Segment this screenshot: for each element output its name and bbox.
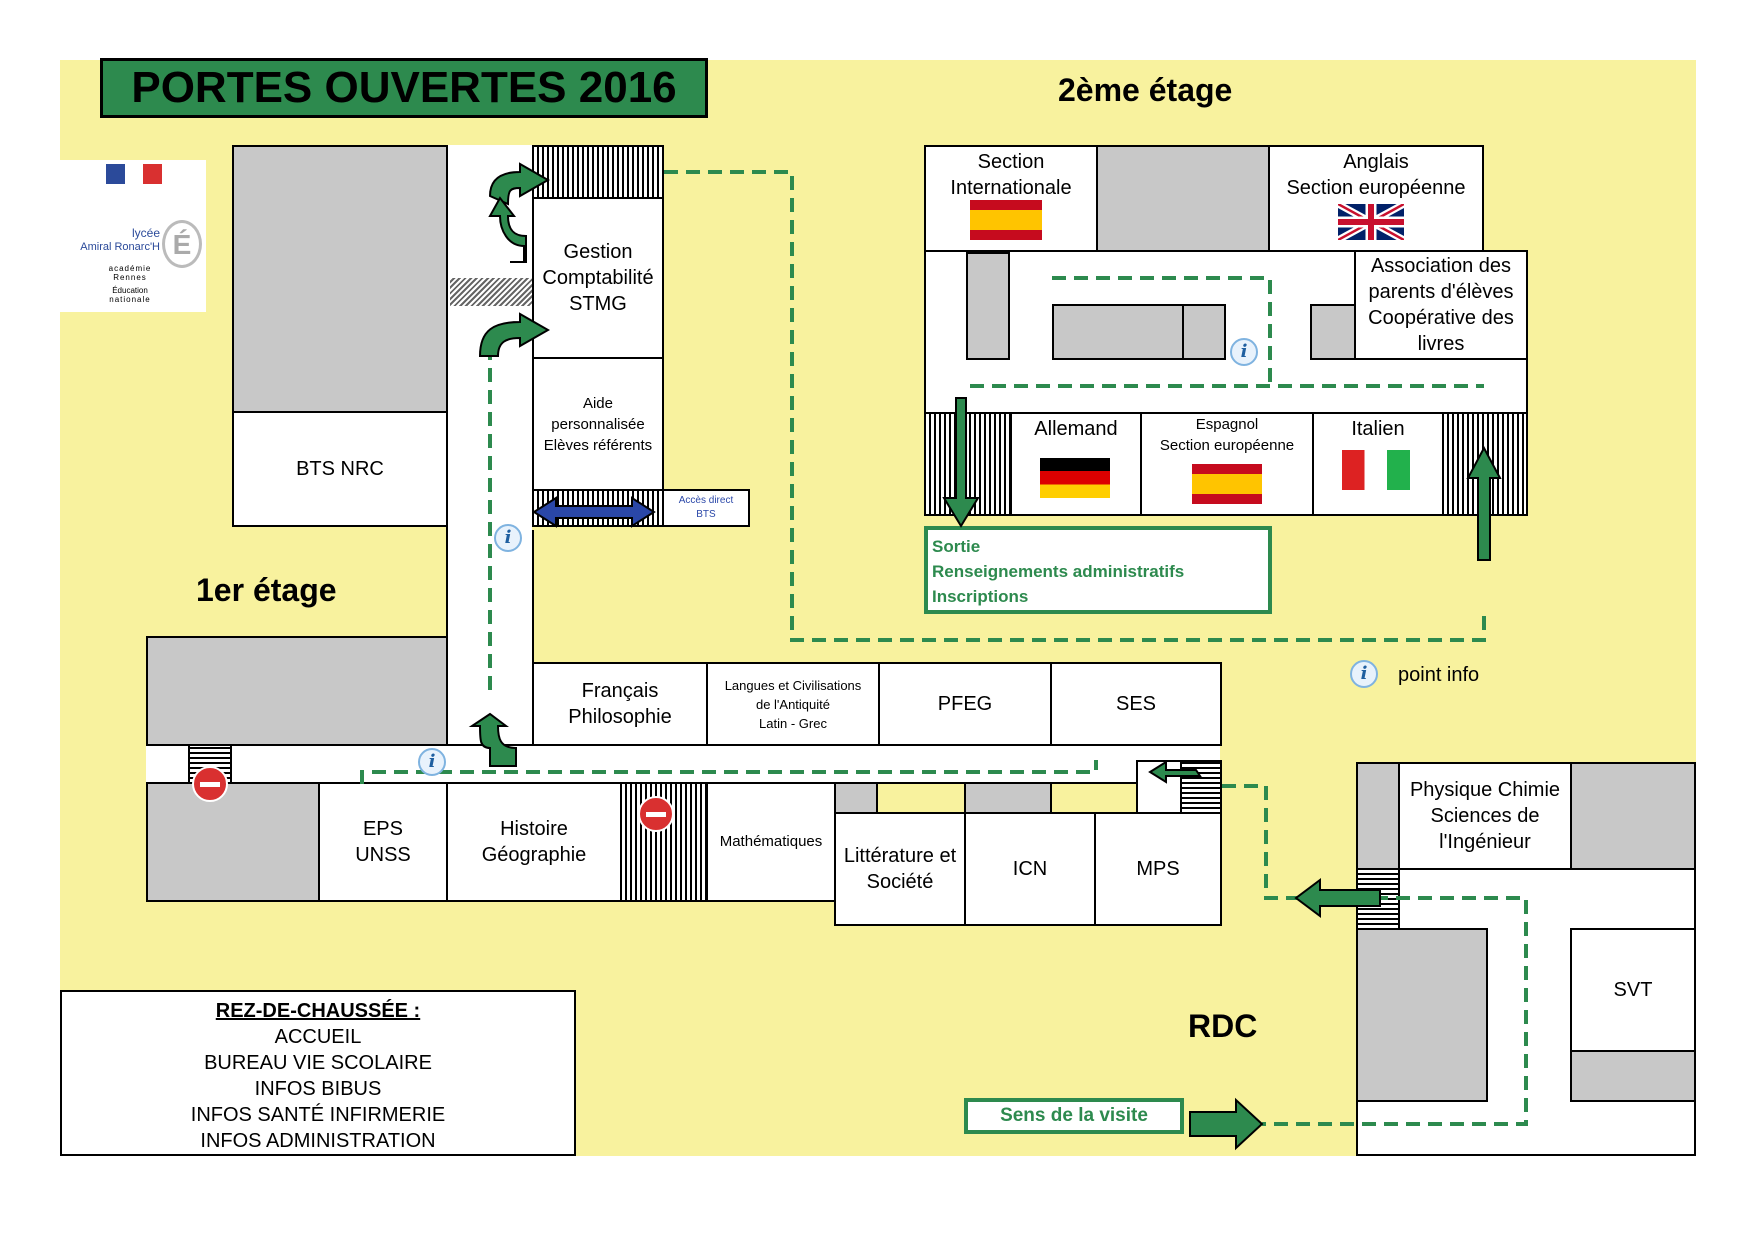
route-segment — [1052, 276, 1272, 386]
rdc-legend-item: INFOS SANTÉ INFIRMERIE — [190, 1104, 446, 1126]
acces-direct-bts: Accès direct BTS — [662, 489, 750, 527]
hallway-wall-right — [532, 530, 534, 662]
hatched-passage — [450, 278, 532, 306]
room-physique: Physique Chimie Sciences de l'Ingénieur — [1398, 762, 1572, 870]
info-legend-label: point info — [1398, 664, 1480, 686]
republic-emblem — [106, 164, 163, 184]
arrow-icon — [532, 496, 656, 528]
exit-info-label: Renseignements administratifs — [932, 562, 1185, 581]
rdc-legend-item: ACCUEIL — [274, 1026, 362, 1048]
page-title: PORTES OUVERTES 2016 — [100, 58, 708, 118]
floor-label-second: 2ème étage — [1058, 72, 1233, 108]
grey-block-rdc-b — [1570, 762, 1696, 870]
flag-uk-icon — [1338, 204, 1404, 240]
flag-spain-icon — [970, 200, 1042, 240]
flag-germany-icon — [1040, 458, 1110, 498]
info-icon: i — [418, 748, 446, 776]
room-ses: SES — [1050, 662, 1222, 746]
school-logo: lycée Amiral Ronarc'H académie Rennes Éd… — [60, 160, 206, 312]
room-mps: MPS — [1094, 812, 1222, 926]
room-langues: Langues et Civilisations de l'Antiquité … — [706, 662, 880, 746]
exit-label: Sortie — [932, 537, 981, 556]
logo-line-education: Éducation — [112, 286, 148, 295]
floor-label-first: 1er étage — [196, 572, 337, 608]
no-entry-icon — [192, 766, 228, 802]
room-aide: Aide personnalisée Elèves référents — [532, 357, 664, 491]
rdc-legend-item: INFOS BIBUS — [254, 1078, 382, 1100]
room-gestion: Gestion Comptabilité STMG — [532, 197, 664, 359]
logo-line-name: Amiral Ronarc'H — [80, 241, 160, 253]
rdc-legend: REZ-DE-CHAUSSÉE : ACCUEIL BUREAU VIE SCO… — [60, 990, 576, 1156]
room-francais: Français Philosophie — [532, 662, 708, 746]
room-pfeg: PFEG — [878, 662, 1052, 746]
info-icon: i — [1350, 660, 1378, 688]
grey-block-bts — [232, 145, 448, 413]
room-section-internationale: Section Internationale — [924, 145, 1098, 252]
arrow-icon — [468, 162, 1502, 1151]
rdc-legend-item: BUREAU VIE SCOLAIRE — [204, 1052, 432, 1074]
room-bts-nrc: BTS NRC — [232, 411, 448, 527]
info-icon: i — [494, 524, 522, 552]
logo-line-nationale: nationale — [109, 295, 151, 304]
route-segment — [1222, 784, 1528, 1126]
grey-block-f2-d — [1310, 304, 1356, 360]
grey-block-rdc-c — [1356, 928, 1488, 1102]
no-entry-icon — [638, 796, 674, 832]
logo-line-lycee: lycée — [131, 226, 160, 240]
room-litterature: Littérature et Société — [834, 812, 966, 926]
info-icon: i — [1230, 338, 1258, 366]
exit-registration-label: Inscriptions — [932, 587, 1029, 606]
grey-block-west-top — [146, 636, 448, 746]
route-segment — [360, 760, 1098, 784]
grey-block-rdc-d — [1570, 1050, 1696, 1102]
logo-e-mark: É — [162, 220, 202, 268]
grey-block-f2-top — [1096, 145, 1270, 252]
grey-block-f2-b — [1052, 304, 1184, 360]
rdc-legend-heading: REZ-DE-CHAUSSÉE : — [215, 1000, 421, 1022]
flag-spain-icon — [1192, 464, 1262, 504]
route-segment — [664, 170, 1486, 642]
visit-direction-box: Sens de la visite — [964, 1098, 1184, 1134]
grey-block-f2-c — [1182, 304, 1226, 360]
hallway-horizontal — [146, 744, 1220, 784]
grey-block-f2-a — [966, 252, 1010, 360]
grey-block-mid2 — [964, 782, 1052, 814]
logo-line-rennes: Rennes — [113, 273, 147, 282]
rdc-legend-item: INFOS ADMINISTRATION — [200, 1130, 436, 1152]
exit-box: Sortie Renseignements administratifs Ins… — [924, 526, 1272, 614]
logo-line-academie: académie — [108, 264, 152, 273]
room-histoire: Histoire Géographie — [446, 782, 622, 902]
room-maths: Mathématiques — [706, 782, 836, 902]
stairs-top — [532, 145, 664, 199]
flag-italy-icon — [1342, 450, 1410, 490]
floor-label-ground: RDC — [1188, 1008, 1258, 1044]
